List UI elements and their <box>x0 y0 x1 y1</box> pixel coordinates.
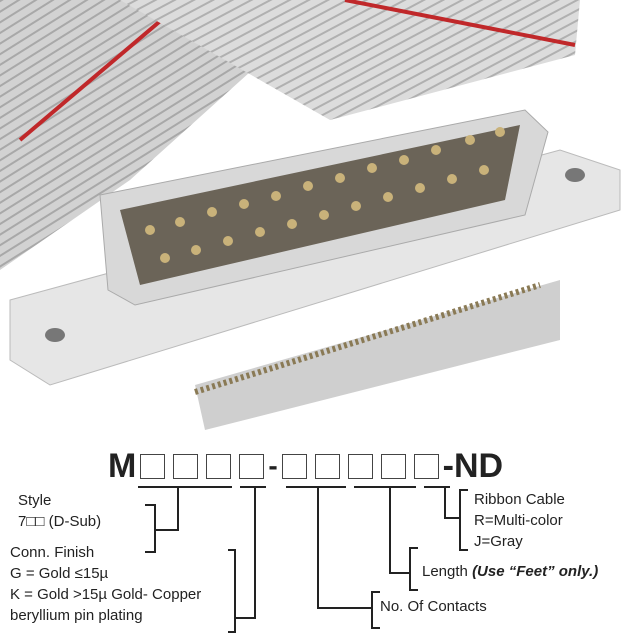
part-suffix: -ND <box>442 446 504 485</box>
length-label: Length (Use “Feet” only.) <box>422 562 598 582</box>
part-separator: - <box>268 450 278 481</box>
ribbon-cable-connector-photo <box>0 0 621 430</box>
style-value: 7□□ (D-Sub) <box>18 513 102 530</box>
d-sub-connector <box>9 109 621 430</box>
length-note: (Use “Feet” only.) <box>472 563 599 580</box>
code-box <box>380 453 406 479</box>
conn-finish-line: K = Gold >15µ Gold- Copper <box>10 586 202 603</box>
code-box <box>206 453 232 479</box>
part-number-template: M - -ND <box>108 446 504 485</box>
length-title: Length <box>422 563 468 580</box>
code-box <box>314 453 340 479</box>
code-box <box>281 453 307 479</box>
contacts-title: No. Of Contacts <box>380 598 487 615</box>
code-box <box>347 453 373 479</box>
code-box <box>413 453 439 479</box>
conn-finish-line: beryllium pin plating <box>10 607 143 624</box>
code-box <box>140 453 166 479</box>
conn-finish-line: G = Gold ≤15µ <box>10 565 109 582</box>
part-prefix: M <box>108 446 137 485</box>
conn-finish-title: Conn. Finish <box>10 544 95 561</box>
code-box <box>239 453 265 479</box>
code-box <box>173 453 199 479</box>
ribbon-title: Ribbon Cable <box>474 491 565 508</box>
ribbon-cable-upper <box>120 0 580 120</box>
ribbon-line: R=Multi-color <box>474 512 563 529</box>
style-title: Style <box>18 492 52 509</box>
ribbon-line: J=Gray <box>474 533 523 550</box>
